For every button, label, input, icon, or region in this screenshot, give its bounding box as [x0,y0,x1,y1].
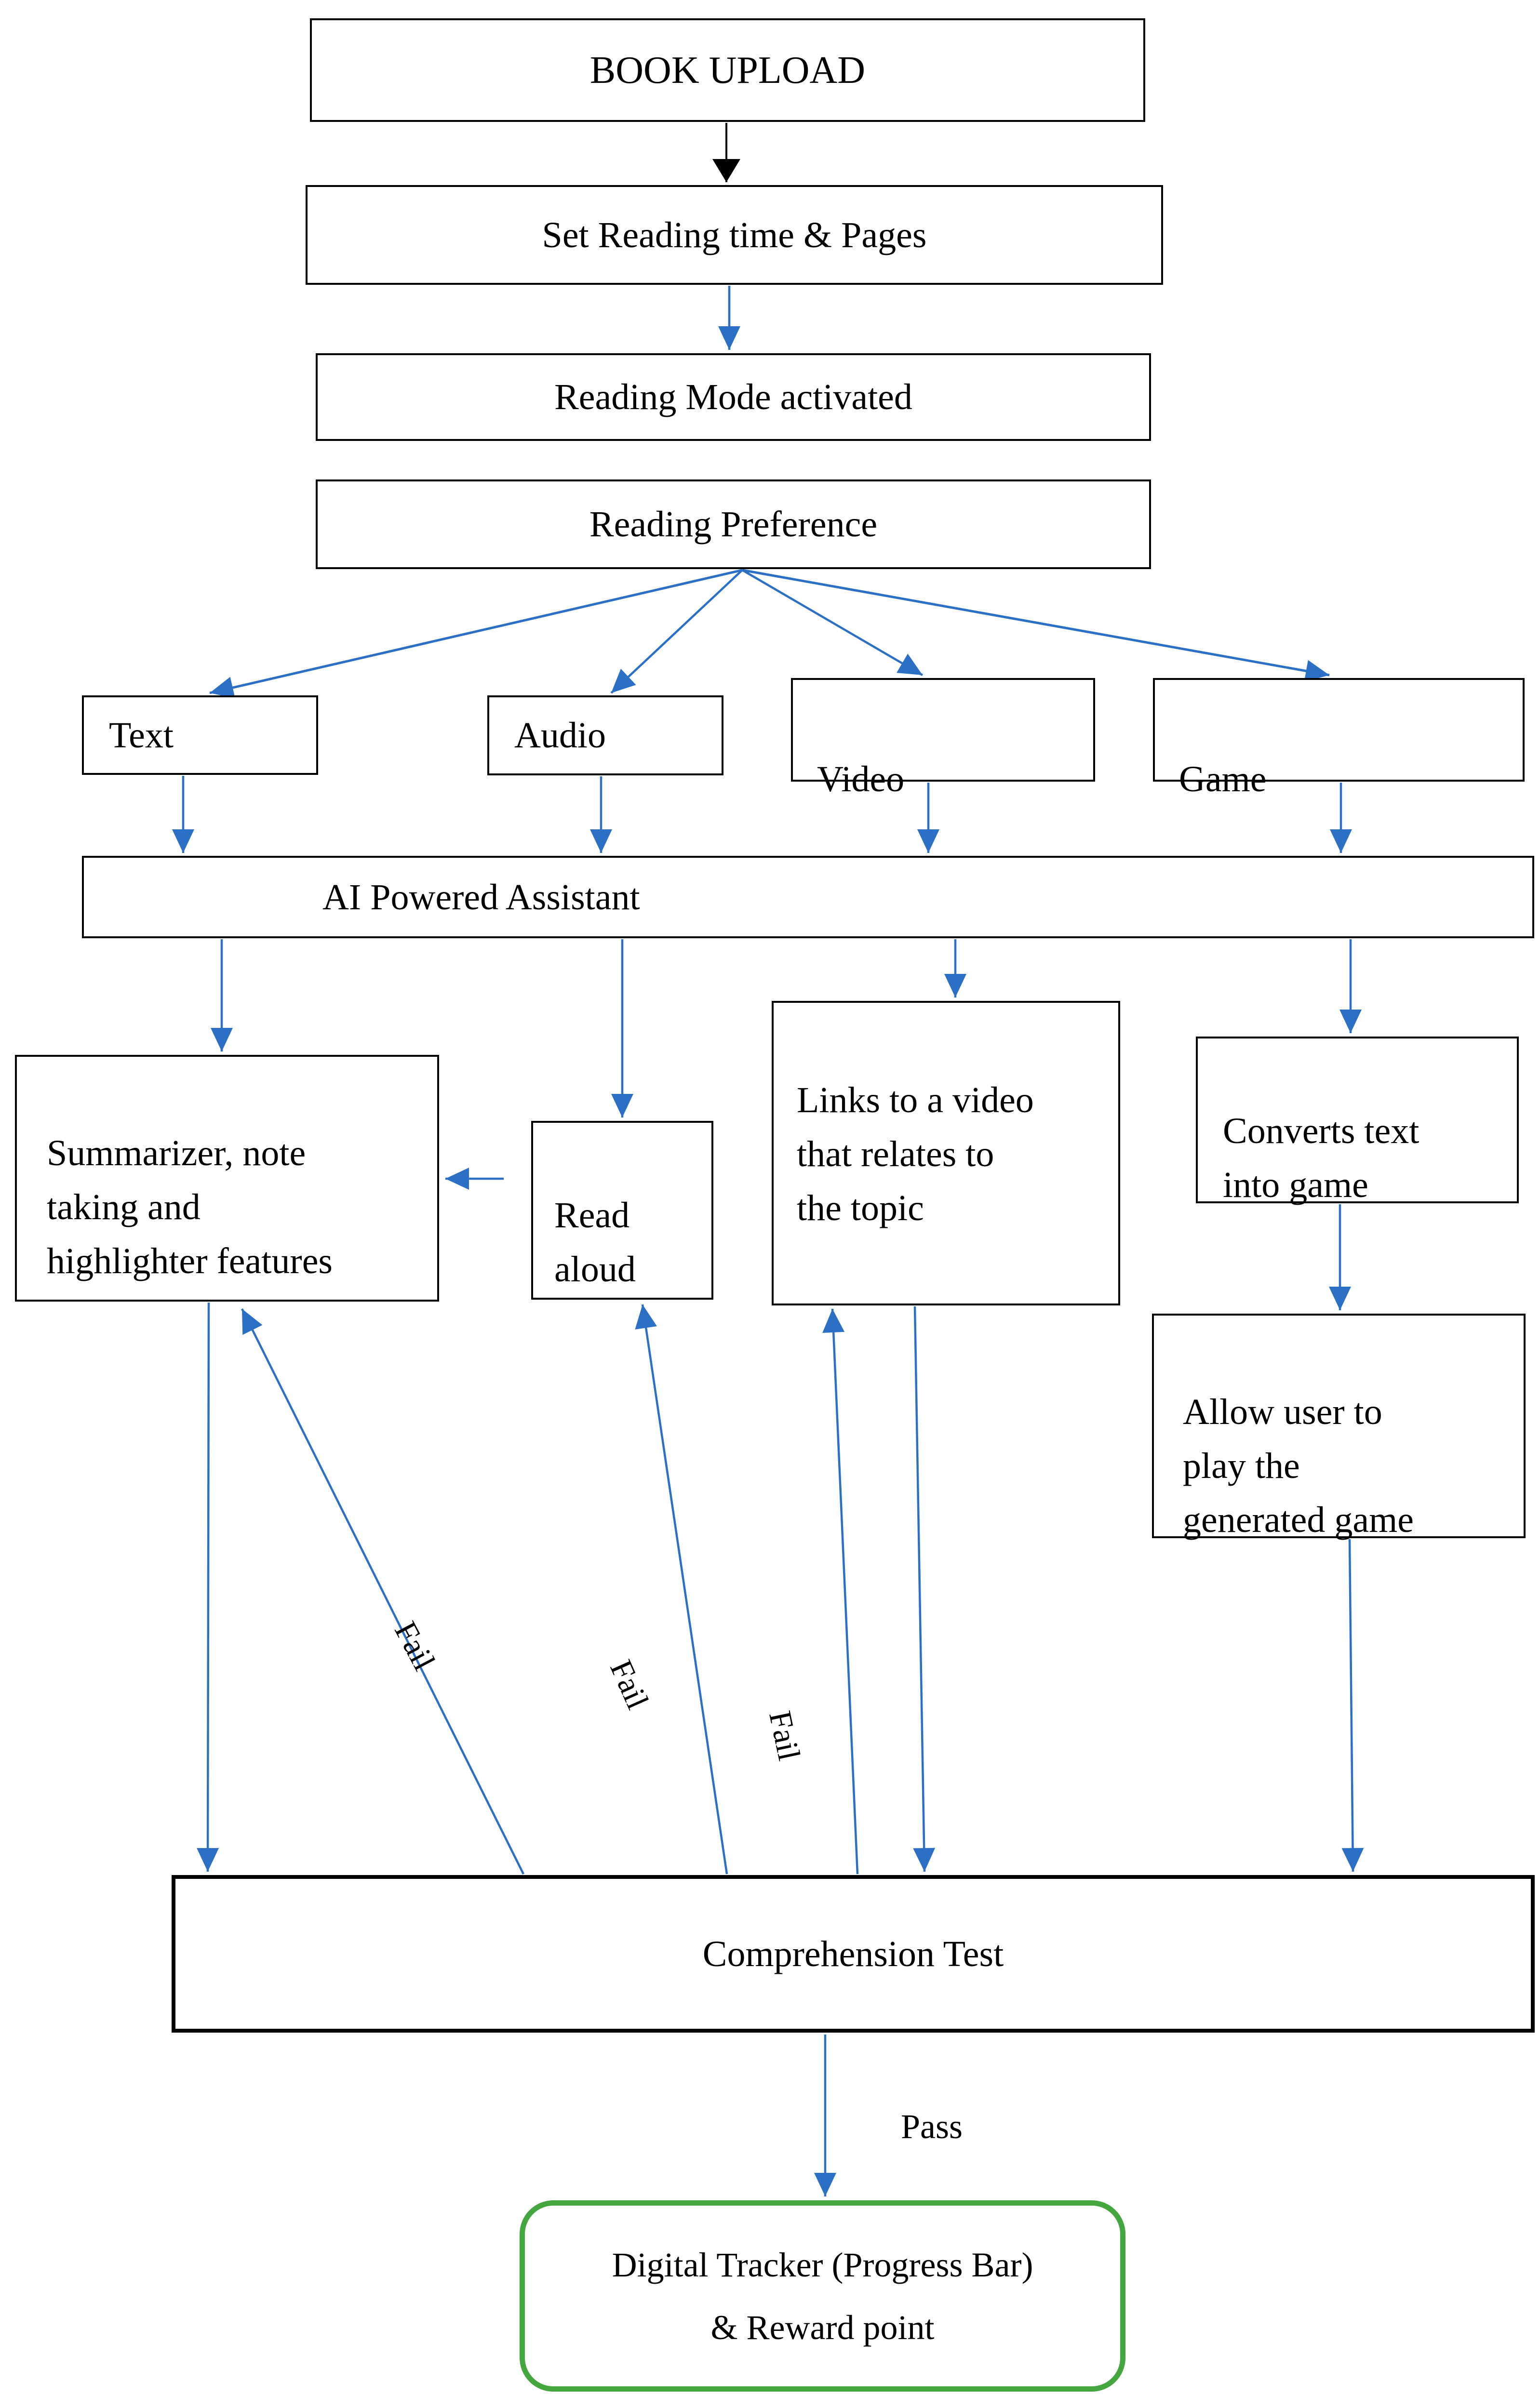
node-audio-option: Audio [487,695,723,775]
node-converts-game-label: Converts text into game [1223,1111,1419,1205]
node-read-aloud: Read aloud [531,1121,713,1300]
node-set-reading-time-label: Set Reading time & Pages [542,214,927,255]
node-converts-game: Converts text into game [1196,1037,1519,1205]
edge-comptest-fail-summarizer [241,1308,525,1875]
node-reading-preference: Reading Preference [316,479,1151,569]
node-reading-mode-label: Reading Mode activated [554,377,912,417]
edge-readingpref-text [209,569,743,699]
edge-readingpref-audio [610,569,743,694]
node-audio-option-label: Audio [514,715,606,756]
node-video-option-label: Video [817,759,905,799]
node-text-option: Text [82,695,318,775]
node-play-game-label: Allow user to play the generated game [1183,1392,1414,1540]
node-set-reading-time: Set Reading time & Pages [306,185,1163,285]
edge-summarizer-comptest [197,1302,219,1872]
node-game-option-label: Game [1179,759,1267,799]
node-video-links-label: Links to a video that relates to the top… [797,1080,1034,1228]
node-book-upload-label: BOOK UPLOAD [589,49,866,92]
node-game-option: Game [1153,678,1525,799]
node-reading-mode: Reading Mode activated [316,353,1151,441]
edge-readingpref-video [741,569,924,676]
edge-label-pass: Pass [900,2107,963,2146]
edge-comptest-fail-readaloud [635,1304,728,1875]
edge-playgame-comptest [1341,1539,1364,1872]
node-summarizer-label: Summarizer, note taking and highlighter … [47,1133,333,1281]
edge-readingpref-game [742,569,1330,682]
edge-links-comptest [913,1306,936,1872]
node-read-aloud-label: Read aloud [554,1195,636,1290]
node-book-upload: BOOK UPLOAD [310,18,1145,122]
node-comprehension-test-label: Comprehension Test [702,1933,1004,1974]
node-play-game: Allow user to play the generated game [1152,1314,1526,1540]
node-digital-tracker-label: Digital Tracker (Progress Bar) & Reward … [612,2245,1033,2347]
edge-comptest-fail-links [822,1308,859,1875]
node-reading-preference-label: Reading Preference [589,504,878,545]
node-text-option-label: Text [109,715,174,756]
node-video-links: Links to a video that relates to the top… [772,1001,1120,1305]
node-video-option: Video [791,678,1095,799]
node-summarizer: Summarizer, note taking and highlighter … [15,1055,439,1302]
node-ai-assistant-label: AI Powered Assistant [322,877,640,918]
node-comprehension-test: Comprehension Test [172,1875,1535,2033]
node-ai-assistant: AI Powered Assistant [82,856,1534,938]
node-digital-tracker: Digital Tracker (Progress Bar) & Reward … [520,2200,1125,2392]
